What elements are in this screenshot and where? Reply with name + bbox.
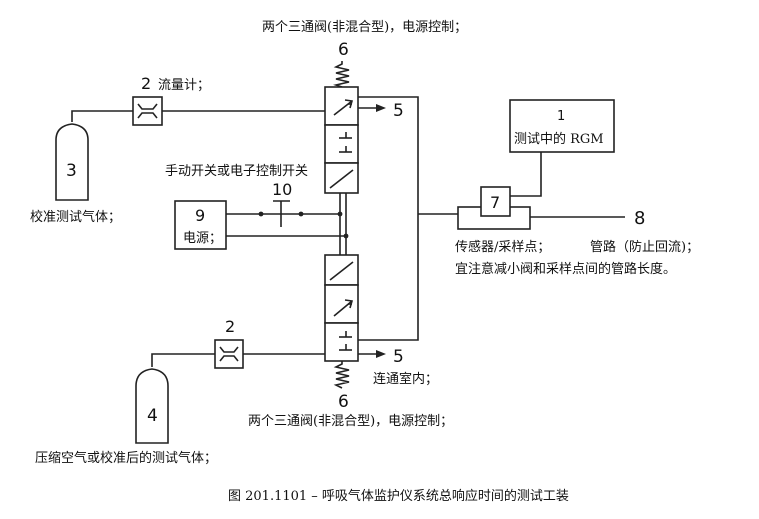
sensor-number: 7 bbox=[490, 193, 500, 212]
power-circuit bbox=[226, 193, 349, 255]
valve-top-upper-block bbox=[324, 86, 359, 126]
switch-label: 手动开关或电子控制开关 bbox=[165, 164, 308, 179]
pipe-8: 8 管路（防止回流)； 宜注意减小阀和采样点间的管路长度。 bbox=[455, 208, 699, 277]
cylinder-3: 3 校准测试气体； bbox=[30, 123, 121, 225]
valve-bottom-caption: 两个三通阀(非混合型)，电源控制； bbox=[248, 414, 453, 429]
exhaust-top-number: 5 bbox=[393, 101, 404, 121]
figure-caption: 图 201.1101 – 呼吸气体监护仪系统总响应时间的测试工装 bbox=[228, 488, 569, 504]
spring-top-number: 6 bbox=[338, 40, 349, 60]
spring-bottom-number: 6 bbox=[338, 392, 349, 412]
power-supply-9: 9 电源； bbox=[174, 200, 227, 250]
rgm-number: 1 bbox=[557, 109, 565, 124]
switch-10: 10 手动开关或电子控制开关 bbox=[165, 164, 308, 227]
switch-number: 10 bbox=[272, 180, 292, 199]
cylinder-4: 4 压缩空气或校准后的测试气体； bbox=[35, 368, 217, 466]
exhaust-top: 5 bbox=[358, 101, 404, 121]
top-gas-line bbox=[71, 110, 325, 122]
valve-bottom-lower-block bbox=[324, 322, 359, 362]
valve-top-lower-block bbox=[324, 124, 359, 164]
rgm-label: 测试中的 RGM bbox=[514, 131, 604, 147]
flowmeter-top: 2 流量计； bbox=[132, 74, 210, 126]
bottom-three-way-valve: 6 bbox=[324, 254, 359, 412]
spring-bottom bbox=[333, 361, 350, 389]
cylinder-4-label: 压缩空气或校准后的测试气体； bbox=[35, 450, 217, 466]
exhaust-bottom-number: 5 bbox=[393, 347, 404, 367]
rgm-under-test: 1 测试中的 RGM bbox=[509, 99, 615, 153]
pipe-number: 8 bbox=[634, 208, 645, 229]
power-label: 电源； bbox=[183, 231, 222, 246]
flowmeter-bottom-number: 2 bbox=[225, 317, 235, 336]
vent-label: 连通室内； bbox=[373, 371, 438, 387]
exhaust-bottom: 5 连通室内； bbox=[358, 347, 438, 387]
flowmeter-top-label: 流量计； bbox=[158, 78, 210, 93]
valve-top-caption: 两个三通阀(非混合型)，电源控制； bbox=[262, 20, 467, 35]
valve-bottom-upper-block bbox=[324, 284, 359, 324]
cylinder-3-label: 校准测试气体； bbox=[30, 209, 121, 225]
cylinder-4-number: 4 bbox=[147, 406, 158, 426]
pipe-label: 管路（防止回流)； bbox=[590, 239, 699, 255]
rgm-sample-line bbox=[510, 152, 542, 197]
flowmeter-top-number: 2 bbox=[141, 74, 151, 93]
spring-top bbox=[333, 61, 350, 88]
outlet-manifold bbox=[358, 96, 458, 341]
pipe-note: 宜注意减小阀和采样点间的管路长度。 bbox=[455, 261, 676, 277]
top-three-way-valve: 6 bbox=[324, 40, 359, 194]
cylinder-3-number: 3 bbox=[66, 161, 77, 181]
sensor-label: 传感器/采样点； bbox=[455, 239, 550, 255]
bottom-gas-line bbox=[151, 353, 325, 367]
sensor-7: 7 传感器/采样点； bbox=[455, 186, 550, 255]
flowmeter-bottom: 2 bbox=[214, 317, 244, 369]
power-number: 9 bbox=[195, 206, 205, 225]
